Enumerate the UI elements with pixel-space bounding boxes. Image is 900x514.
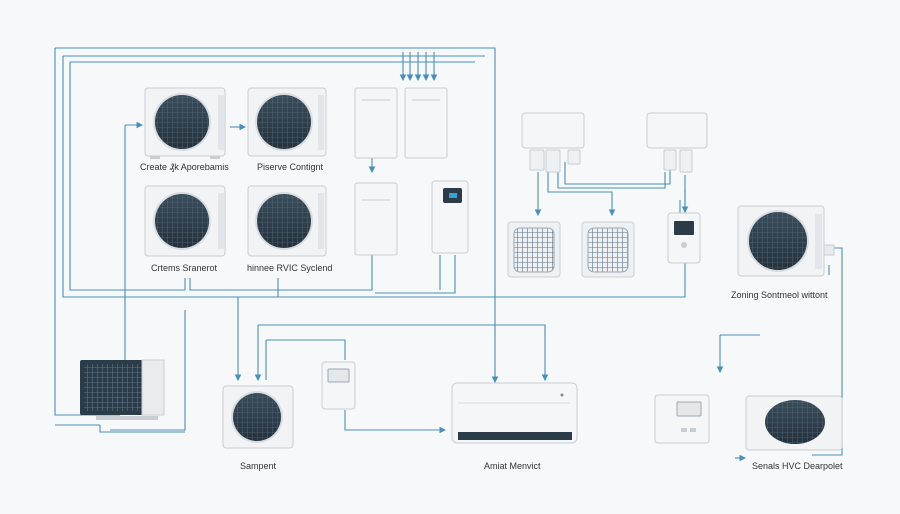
small-condenser-1 [507, 221, 561, 278]
label-unit-4: hinnee RVIC Syclend [247, 263, 333, 273]
wall-split-indoor-unit [451, 382, 578, 444]
outdoor-unit-2 [247, 87, 327, 157]
label-bottom-left-unit: Sampent [240, 461, 277, 471]
control-box [654, 394, 710, 444]
label-unit-3: Crtems Sranerot [151, 263, 218, 273]
outdoor-unit-3 [144, 185, 226, 257]
wall-controller [667, 212, 701, 264]
wiring-lines [54, 47, 843, 462]
outdoor-unit-4 [247, 185, 327, 257]
tall-panel-1 [354, 87, 398, 159]
label-right-outdoor: Zoning Sontmeol wittont [731, 290, 828, 300]
tall-panel-2 [404, 87, 448, 159]
outdoor-unit-1 [144, 87, 226, 159]
thermostat-small [321, 361, 356, 410]
ceiling-unit-left [521, 112, 585, 173]
compact-outdoor-unit [222, 385, 294, 449]
thermostat-panel [431, 180, 469, 254]
label-bottom-right-unit: Senals HVC Dearpolet [752, 461, 843, 471]
tall-panel-3 [354, 182, 398, 256]
computer-monitor [80, 359, 165, 420]
label-unit-1: Create ₰k Aporebamis [140, 162, 229, 172]
large-outdoor-unit [737, 205, 835, 277]
label-unit-2: Piserve Contignt [257, 162, 324, 172]
small-condenser-2 [581, 221, 635, 278]
ceiling-unit-right [646, 112, 708, 173]
wide-outdoor-unit [745, 395, 843, 451]
label-indoor-unit: Amiat Menvict [484, 461, 541, 471]
